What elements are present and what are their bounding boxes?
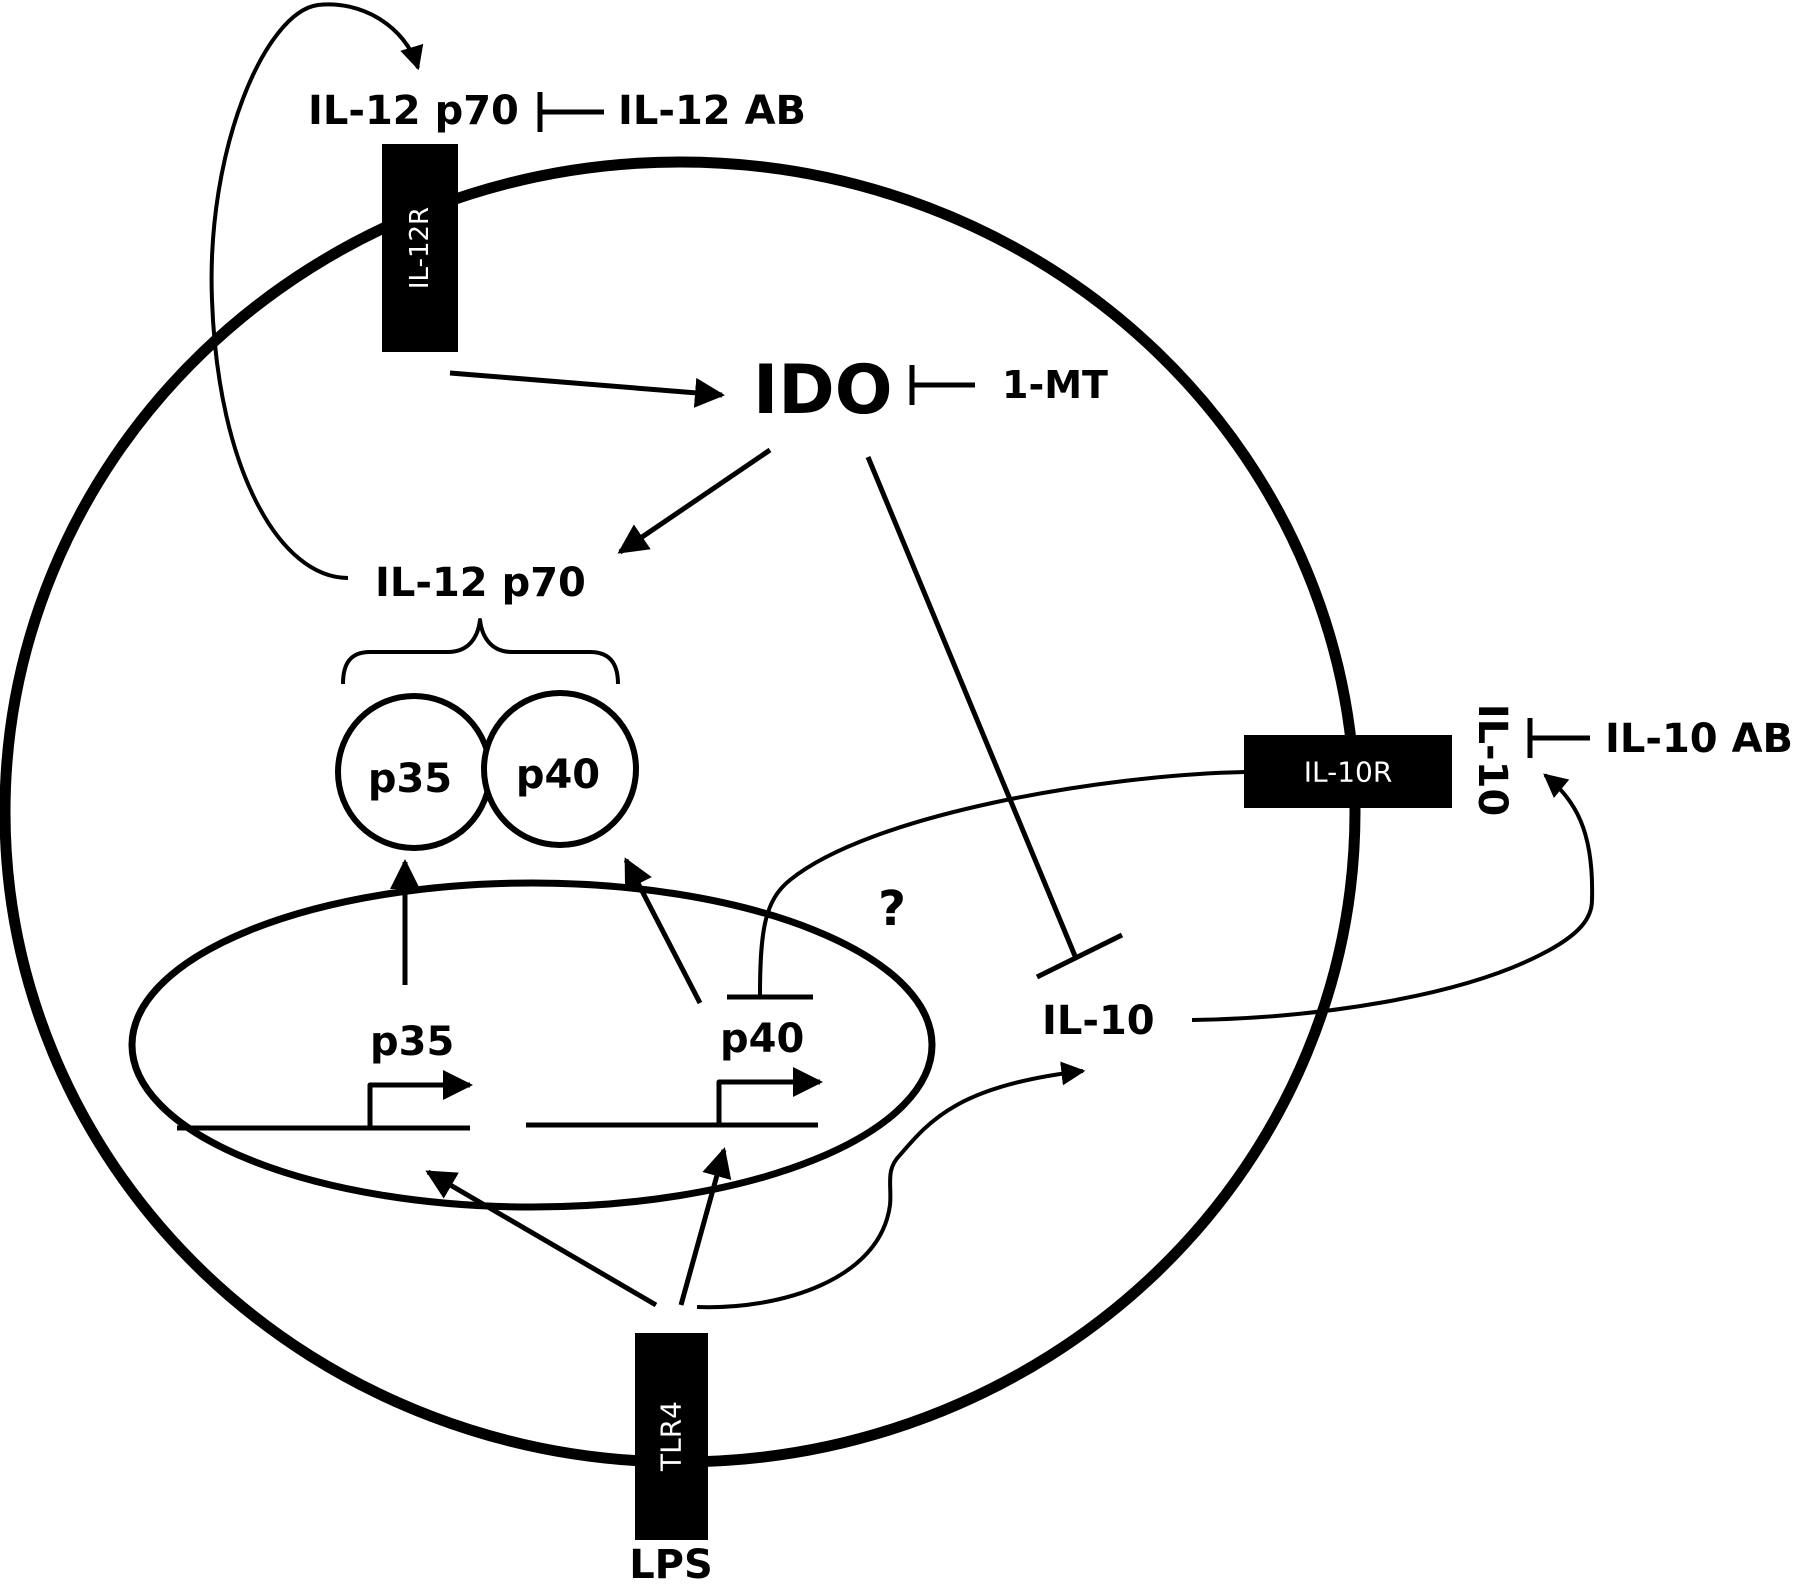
lps-label: LPS (629, 1542, 713, 1585)
il10r-inhibits-p40-line (758, 770, 1246, 996)
p40-gene-label: p40 (720, 1016, 804, 1062)
il12-receptor: IL-12R (382, 144, 458, 352)
il10r-label: IL-10R (1304, 756, 1393, 789)
p40-gene-to-protein-arrow (623, 857, 703, 1005)
ido-inhibits-il10-line (865, 456, 1078, 957)
tlr4-to-il10-arrow (696, 1061, 1086, 1310)
ido-label: IDO (753, 351, 893, 430)
il10-intracellular-label: IL-10 (1042, 998, 1155, 1044)
il10-ab-label: IL-10 AB (1605, 716, 1793, 762)
uncertain-mechanism-mark: ? (878, 881, 906, 937)
p35-subunit-label: p35 (368, 756, 452, 802)
tlr4-to-p40-gene-arrow (678, 1147, 732, 1306)
il12-ab-label: IL-12 AB (618, 88, 806, 134)
p35-gene-label: p35 (370, 1019, 454, 1065)
tlr4-receptor: TLR4 (635, 1333, 708, 1540)
il10-extracellular-label: IL-10 (1469, 704, 1515, 817)
ido-to-il12-arrow (617, 447, 772, 555)
il12-p70-extracellular-label: IL-12 p70 (308, 88, 519, 134)
p40-subunit-label: p40 (516, 752, 600, 798)
cell-membrane (0, 156, 1361, 1468)
p35-transcription-start-arrow (367, 1070, 473, 1128)
il12r-label: IL-12R (405, 207, 435, 289)
ido-inhibits-il10-bar (1035, 932, 1124, 980)
il10-secretion-loop-arrow (1191, 773, 1595, 1022)
p40-subunit (481, 690, 639, 848)
il12-p70-intracellular-label: IL-12 p70 (375, 560, 586, 606)
il12r-to-ido-arrow (449, 370, 725, 408)
nucleus-envelope (128, 879, 936, 1211)
il10-receptor: IL-10R (1244, 735, 1452, 808)
p40-transcription-start-arrow (716, 1067, 823, 1125)
one-mt-label: 1-MT (1002, 363, 1108, 407)
heterodimer-brace (341, 618, 620, 685)
tlr4-to-p35-gene-arrow (425, 1169, 658, 1308)
il12-secretion-loop-arrow (209, 2, 424, 580)
tlr4-label: TLR4 (655, 1401, 688, 1472)
